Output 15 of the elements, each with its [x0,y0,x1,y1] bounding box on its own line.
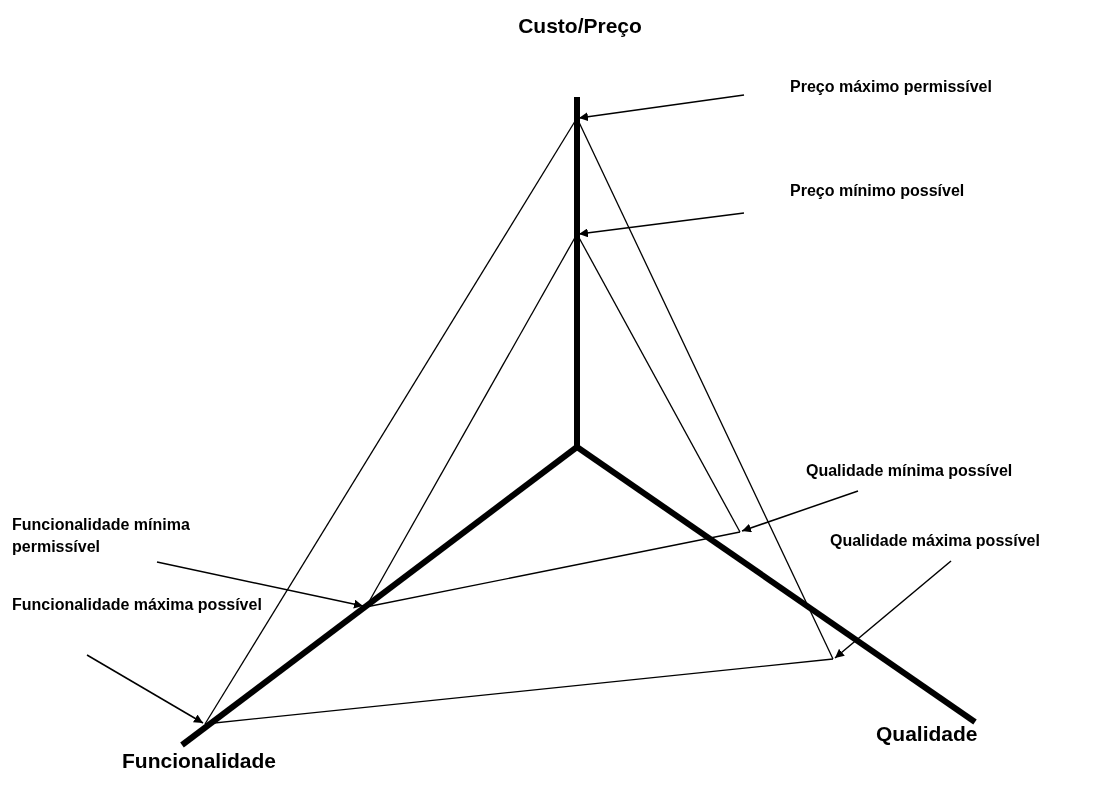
callout-label: Funcionalidade mínima permissível [12,515,191,557]
leader-line [578,94,745,122]
leader-line [741,490,859,533]
axis-label: Funcionalidade [122,748,276,774]
callout-label: Qualidade máxima possível [830,531,1041,551]
callout-label: Funcionalidade máxima possível [12,595,263,615]
leader-line [834,560,952,659]
axis-label: Qualidade [876,721,978,747]
callout-label: Preço máximo permissível [790,77,993,97]
leader-line [578,212,745,238]
callout-label: Preço mínimo possível [790,181,966,201]
axis-label: Custo/Preço [517,13,643,39]
leader-line [86,654,204,724]
callout-label: Qualidade mínima possível [806,461,1014,481]
leader-line [156,561,364,609]
